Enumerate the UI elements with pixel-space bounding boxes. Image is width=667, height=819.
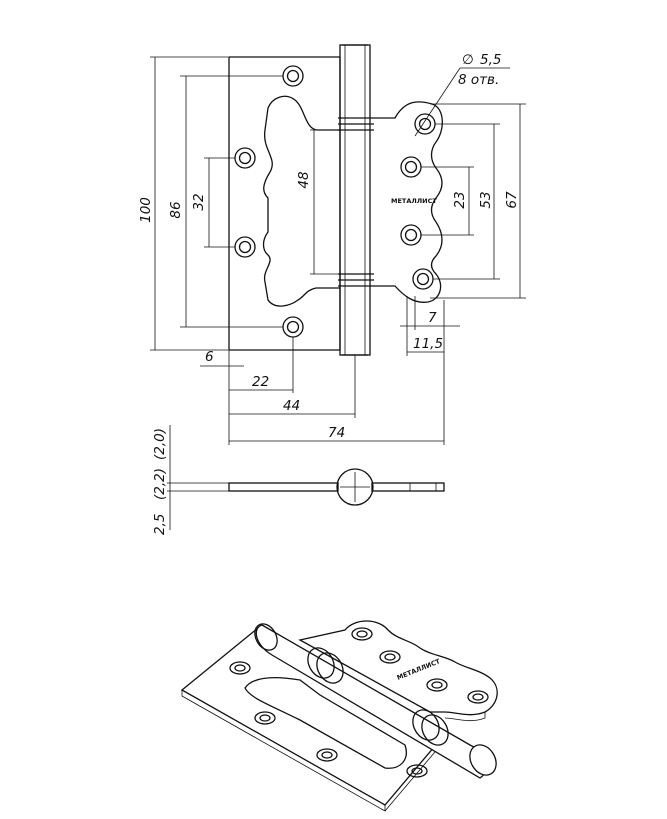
dim-hole-diameter: 5,5 [480, 52, 501, 68]
dim-right-edge-b: 11,5 [413, 336, 443, 352]
brand-label: МЕТАЛЛИСТ [391, 197, 437, 205]
dim-right-edge-a: 7 [428, 310, 437, 326]
front-view: МЕТАЛЛИСТ 100 86 32 48 67 53 23 [138, 44, 526, 445]
dim-right-outer-holes: 53 [478, 191, 494, 208]
dim-height-total: 100 [138, 197, 154, 223]
isometric-view: МЕТАЛЛИСТ [180, 620, 498, 812]
dim-hole-count: 8 отв. [458, 72, 499, 88]
dim-edge-offset-a: 6 [205, 349, 214, 365]
dim-diameter-symbol: ∅ [462, 52, 474, 68]
dim-width-total: 74 [328, 425, 345, 441]
dim-to-axis: 44 [283, 398, 300, 414]
dim-thickness-b: (2,2) [152, 468, 168, 500]
dim-edge-offset-b: 22 [252, 374, 269, 390]
side-view: 2,5 (2,2) (2,0) [152, 425, 445, 535]
dim-right-inner-holes: 23 [452, 191, 468, 208]
dim-thickness-c: (2,0) [152, 428, 168, 460]
right-leaf-outline [374, 101, 443, 303]
dim-thickness-main: 2,5 [152, 514, 168, 535]
left-leaf-cutout [262, 95, 340, 307]
dim-height-outer-holes: 86 [168, 201, 184, 218]
knuckle [338, 44, 374, 356]
iso-right-plate [298, 620, 498, 716]
dim-height-inner-holes: 32 [191, 193, 207, 210]
dim-right-total: 67 [504, 191, 520, 209]
dim-knuckle-length: 48 [296, 171, 312, 188]
